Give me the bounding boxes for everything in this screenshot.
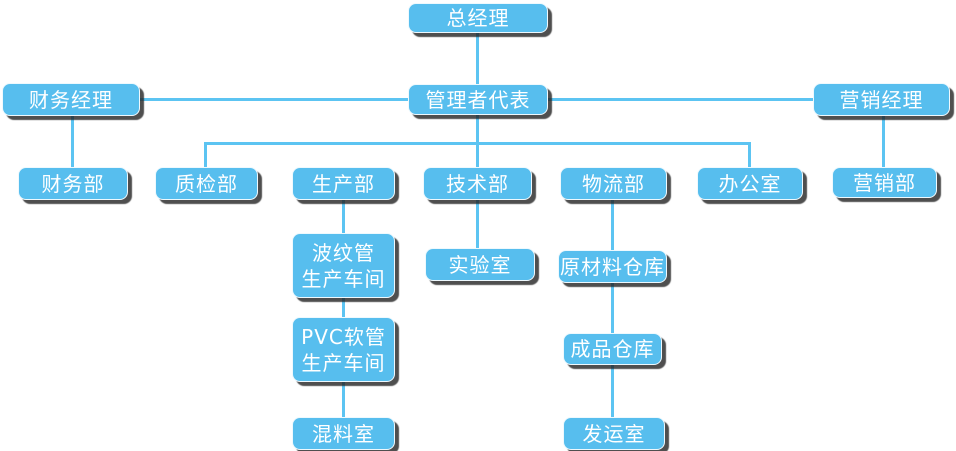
node-finished-goods-warehouse[interactable]: 成品仓库 bbox=[563, 333, 662, 365]
connector-mm-to-marketing-dept bbox=[882, 116, 885, 167]
connector-gm-to-mr bbox=[476, 33, 479, 84]
connector-mr-to-mm-horizontal bbox=[548, 98, 813, 101]
connector-production-to-corrugated bbox=[342, 200, 345, 233]
node-quality-inspection-dept[interactable]: 质检部 bbox=[155, 167, 258, 200]
node-laboratory[interactable]: 实验室 bbox=[425, 248, 535, 281]
connector-finished-to-shipping bbox=[611, 365, 614, 417]
node-marketing-manager[interactable]: 营销经理 bbox=[813, 83, 950, 116]
node-finance-manager[interactable]: 财务经理 bbox=[2, 83, 140, 116]
node-mixing-room[interactable]: 混料室 bbox=[292, 417, 395, 450]
connector-fm-to-mr-horizontal bbox=[140, 98, 408, 101]
connector-bus-left-stub bbox=[204, 142, 207, 167]
node-production-dept[interactable]: 生产部 bbox=[292, 167, 395, 200]
node-management-representative[interactable]: 管理者代表 bbox=[408, 84, 548, 115]
node-technology-dept[interactable]: 技术部 bbox=[423, 167, 532, 200]
node-marketing-dept[interactable]: 营销部 bbox=[832, 167, 937, 198]
connector-pvc-to-mixing bbox=[342, 382, 345, 417]
connector-technology-to-laboratory bbox=[476, 200, 479, 248]
connector-fm-to-finance-dept bbox=[71, 116, 74, 167]
connector-bus-horizontal bbox=[204, 142, 751, 145]
connector-bus-right-stub bbox=[748, 142, 751, 167]
connector-rawmaterial-to-finished bbox=[611, 283, 614, 333]
connector-logistics-to-rawmaterial bbox=[611, 200, 614, 250]
node-shipping-room[interactable]: 发运室 bbox=[563, 417, 665, 450]
node-logistics-dept[interactable]: 物流部 bbox=[560, 167, 667, 200]
node-raw-material-warehouse[interactable]: 原材料仓库 bbox=[558, 250, 667, 283]
node-corrugated-pipe-workshop[interactable]: 波纹管 生产车间 bbox=[292, 233, 395, 298]
node-general-manager[interactable]: 总经理 bbox=[408, 3, 548, 33]
connector-mr-down-through-bus bbox=[476, 115, 479, 167]
node-finance-dept[interactable]: 财务部 bbox=[18, 167, 128, 200]
connector-corrugated-to-pvc bbox=[342, 298, 345, 317]
node-office[interactable]: 办公室 bbox=[697, 167, 803, 200]
node-pvc-hose-workshop[interactable]: PVC软管 生产车间 bbox=[292, 317, 395, 382]
